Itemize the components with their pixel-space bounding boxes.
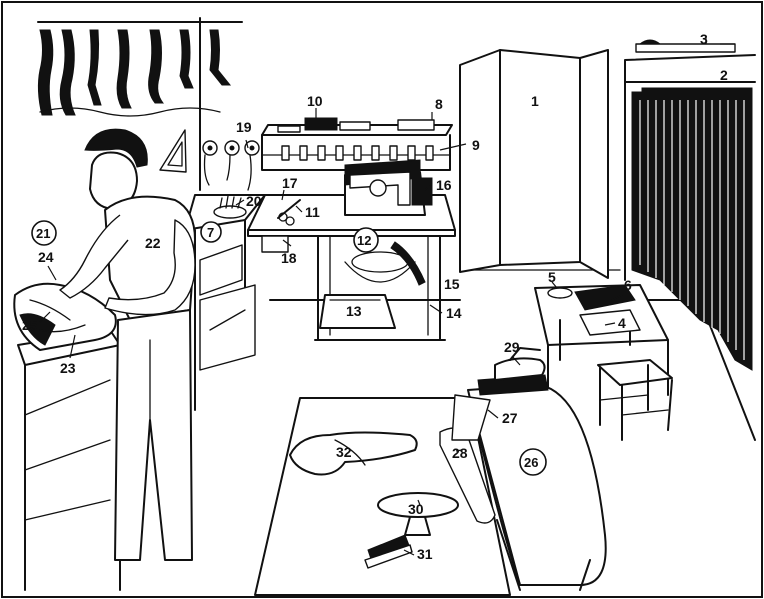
label-24: 24 (38, 249, 54, 265)
label-9: 9 (472, 137, 480, 153)
label-14: 14 (446, 305, 462, 321)
label-1: 1 (531, 93, 539, 109)
label-29: 29 (504, 339, 520, 355)
label-21: 21 (36, 226, 50, 241)
label-19: 19 (236, 119, 252, 135)
label-30: 30 (408, 501, 424, 517)
label-10: 10 (307, 93, 323, 109)
label-5: 5 (548, 269, 556, 285)
label-13: 13 (346, 303, 362, 319)
label-15: 15 (444, 276, 460, 292)
label-11: 11 (305, 204, 320, 220)
label-16: 16 (436, 177, 452, 193)
thread-spools (282, 146, 433, 160)
label-4: 4 (618, 315, 626, 331)
set-squares (160, 130, 186, 172)
label-32: 32 (336, 444, 352, 460)
wardrobe (460, 50, 608, 278)
thread-shelf (262, 118, 452, 170)
thread-holders (203, 141, 259, 190)
label-27: 27 (502, 410, 518, 426)
label-25: 25 (22, 317, 38, 333)
stool (598, 360, 672, 440)
label-8: 8 (435, 96, 443, 112)
label-3: 3 (700, 31, 708, 47)
sewing-machine (345, 160, 432, 215)
label-31: 31 (417, 546, 433, 562)
label-18: 18 (281, 250, 297, 266)
label-7: 7 (207, 225, 214, 240)
label-17: 17 (282, 175, 298, 191)
label-6: 6 (624, 277, 632, 293)
trousers (290, 433, 417, 475)
label-28: 28 (452, 445, 468, 461)
label-26: 26 (524, 455, 538, 470)
window-curtain (38, 22, 242, 116)
label-23: 23 (60, 360, 76, 376)
label-12: 12 (357, 233, 371, 248)
label-22: 22 (145, 235, 161, 251)
label-20: 20 (246, 193, 262, 209)
label-2: 2 (720, 67, 728, 83)
clothes-brush (365, 535, 412, 568)
